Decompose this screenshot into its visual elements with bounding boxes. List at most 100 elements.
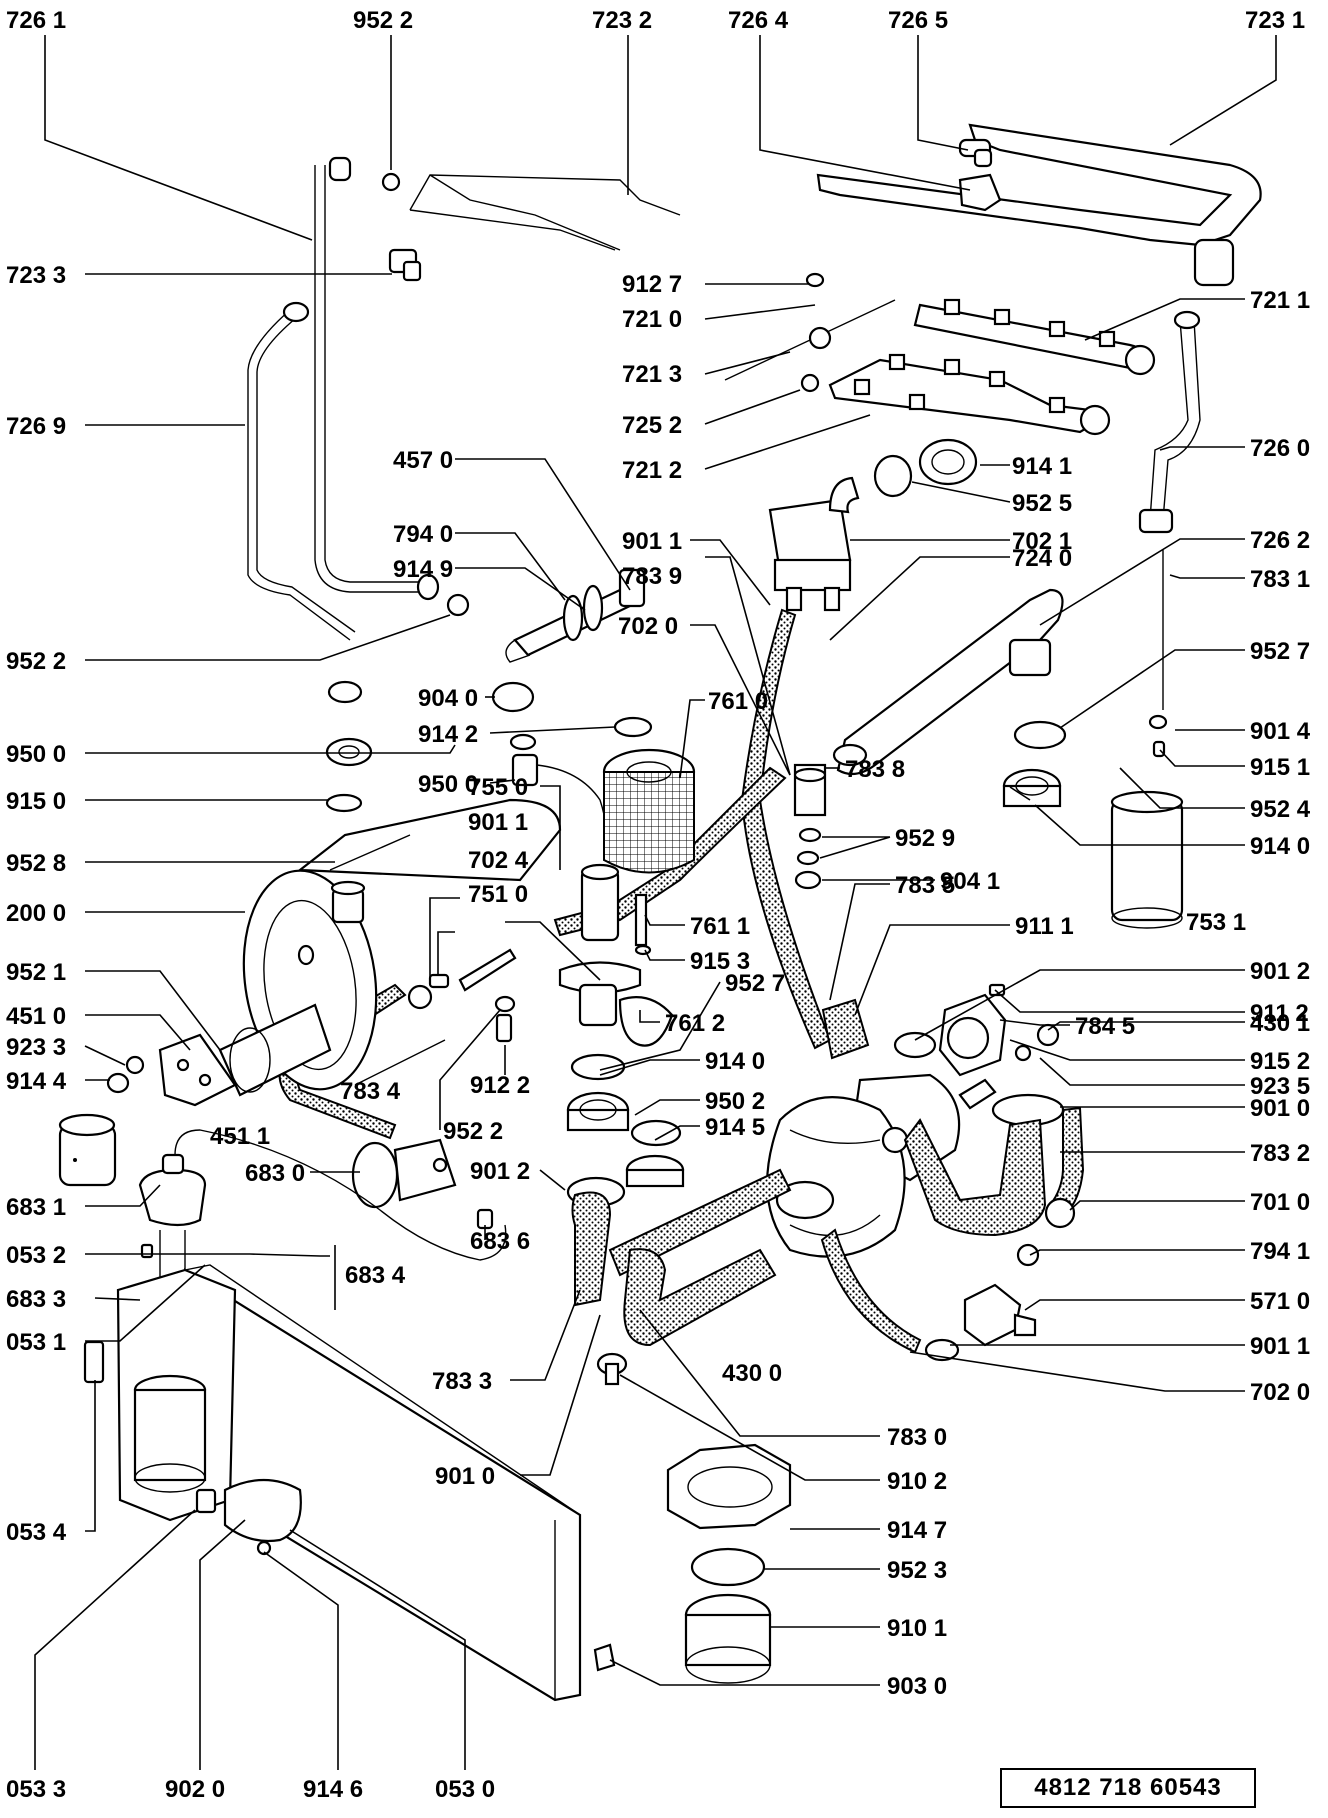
label-571-0: 571 0 [1250,1288,1310,1315]
label-911-1: 911 1 [1015,913,1074,940]
label-724-0: 724 0 [1012,545,1072,572]
label-783-4: 783 4 [340,1078,401,1105]
label-755-0: 755 0 [468,774,528,801]
label-702-0-a: 702 0 [618,613,678,640]
label-721-1: 721 1 [1250,287,1310,314]
label-915-2: 915 2 [1250,1048,1310,1075]
pipe-726-1 [314,156,440,601]
label-914-0-a: 914 0 [1250,833,1310,860]
hose-783-5 [821,998,870,1060]
label-952-9: 952 9 [895,825,955,852]
clamp-901-2-right [893,1031,937,1059]
clip-053-4 [83,1340,105,1384]
label-952-2-top: 952 2 [353,7,413,34]
label-794-0: 794 0 [393,521,453,548]
label-923-5: 923 5 [1250,1073,1310,1100]
pipe-755-0 [580,868,620,942]
ring-914-2 [613,716,653,738]
label-053-4: 053 4 [6,1519,67,1546]
bowl-761-2 [558,961,642,1027]
label-451-0: 451 0 [6,1003,66,1030]
parts-drawing [58,123,1262,1702]
label-901-2-b: 901 2 [470,1158,530,1185]
label-053-0: 053 0 [435,1776,495,1803]
label-783-1: 783 1 [1250,566,1310,593]
label-430-0: 430 0 [722,1360,782,1387]
label-950-2: 950 2 [705,1088,765,1115]
label-914-1: 914 1 [1012,453,1072,480]
label-723-1: 723 1 [1245,7,1305,34]
label-915-0: 915 0 [6,788,66,815]
label-783-8: 783 8 [845,756,905,783]
cap-904-0 [491,681,535,713]
label-915-3: 915 3 [690,948,750,975]
rail-721-2 [828,353,1111,436]
label-751-0: 751 0 [468,881,528,908]
pipe-726-2 [832,588,1064,776]
label-901-1-a: 901 1 [622,528,682,555]
label-914-4: 914 4 [6,1068,67,1095]
label-903-0: 903 0 [887,1673,947,1700]
label-923-3: 923 3 [6,1034,66,1061]
ring-952-8 [325,793,363,813]
nut-915-2 [1036,1023,1060,1047]
tube-751-0 [458,948,517,992]
hose-783-2 [903,1118,1047,1237]
label-914-6: 914 6 [303,1776,363,1803]
label-952-2-mid: 952 2 [6,648,66,675]
label-761-2: 761 2 [665,1010,725,1037]
element-451-0 [158,1003,332,1107]
ring-923-5 [1014,1044,1032,1062]
label-702-0-b: 702 0 [1250,1379,1310,1406]
label-952-7-a: 952 7 [1250,638,1310,665]
part-915-1 [1152,740,1166,758]
probe-761-1 [634,893,648,947]
label-914-9: 914 9 [393,556,453,583]
label-783-0: 783 0 [887,1424,947,1451]
label-952-3: 952 3 [887,1557,947,1584]
screw-912-7 [805,272,825,288]
label-702-4: 702 4 [468,847,529,874]
seal-914-1 [918,438,978,486]
clamp-901-0 [991,1093,1065,1127]
cap-910-1 [684,1593,772,1684]
ring-915-3 [634,944,652,956]
label-912-2: 912 2 [470,1072,530,1099]
hose-702-0 [740,608,832,1050]
nut-950-2 [566,1091,630,1132]
label-952-1: 952 1 [6,959,66,986]
label-914-5: 914 5 [705,1114,765,1141]
screw-910-2-shaft [604,1362,620,1386]
nut-914-0 [1002,768,1062,808]
label-783-9: 783 9 [622,563,682,590]
label-910-2: 910 2 [887,1468,947,1495]
label-726-2: 726 2 [1250,527,1310,554]
label-904-1: 904 1 [940,868,1000,895]
tube-683-4 [174,1129,507,1261]
hose-783-0 [623,1248,777,1347]
label-911-2: 911 2 [1250,1000,1309,1027]
label-726-1: 726 1 [6,7,66,34]
screw-912-2 [495,1013,513,1043]
housing-053-1 [116,1268,237,1522]
label-721-2: 721 2 [622,457,682,484]
label-726-4: 726 4 [728,7,789,34]
pipe-726-0 [1138,310,1201,534]
nut-914-7 [666,1443,792,1530]
ring-923-3 [125,1055,145,1075]
block-721-3 [808,326,832,350]
label-200-0: 200 0 [6,900,66,927]
label-721-0: 721 0 [622,306,682,333]
label-761-1: 761 1 [690,913,750,940]
label-952-4: 952 4 [1250,796,1311,823]
hose-702-0-lower [820,1228,922,1354]
label-701-0: 701 0 [1250,1189,1310,1216]
flange-430-1 [938,993,1007,1077]
reference-number: 4812 718 60543 [1034,1774,1222,1801]
frame-723-2 [409,174,681,251]
label-952-5: 952 5 [1012,490,1072,517]
reference-number-box: 4812 718 60543 [1000,1768,1256,1808]
label-683-0: 683 0 [245,1160,305,1187]
ring-952-9-b [796,850,820,866]
